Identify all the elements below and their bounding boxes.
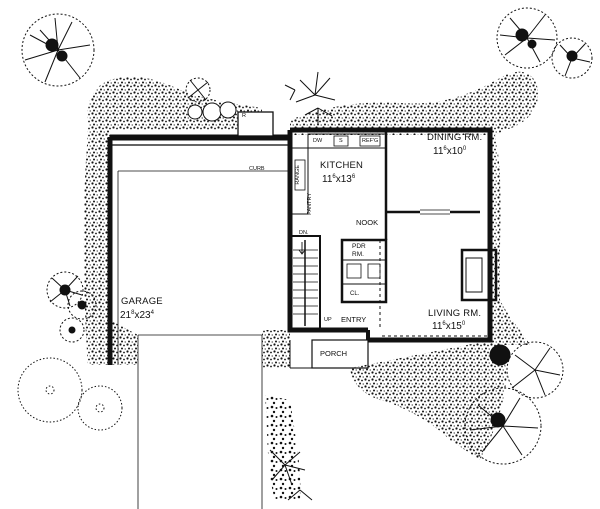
kitchen-length-in: 6: [351, 174, 356, 180]
dining-dimensions: 116x100: [433, 146, 466, 157]
pantry-label: PANTRY: [307, 193, 313, 215]
stair-up-label: UP: [324, 317, 332, 323]
tree-right-yard: [464, 341, 564, 465]
garage: [107, 111, 291, 509]
tree-top-right: [496, 7, 593, 79]
dim-times: x: [134, 310, 140, 321]
entry-label: ENTRY: [341, 315, 367, 324]
kitchen-width-ft: 11: [322, 174, 333, 185]
porch-label: PORCH: [320, 349, 348, 358]
dim-times: x: [445, 321, 451, 332]
curb-label: CURB: [249, 166, 265, 172]
house: [287, 127, 498, 369]
living-dimensions: 116x150: [432, 321, 465, 332]
dining-length-in: 0: [462, 146, 467, 152]
bush-cluster-top: [185, 77, 237, 122]
kitchen-length-ft: 13: [340, 174, 352, 185]
living-width-ft: 11: [432, 321, 443, 332]
refrigerator-label: REF'G: [362, 138, 379, 144]
garage-width-in: 8: [131, 310, 135, 316]
garage-length-ft: 23: [139, 310, 151, 321]
living-length-in: 0: [461, 321, 466, 327]
garage-roof-label: R: [242, 113, 246, 119]
living-width-in: 6: [442, 321, 446, 327]
range-label: RANGE: [295, 165, 301, 185]
dining-width-ft: 11: [433, 146, 444, 157]
living-length-ft: 15: [450, 321, 462, 332]
garage-width-ft: 21: [120, 310, 132, 321]
kitchen-width-in: 6: [332, 174, 336, 180]
nook-label: NOOK: [356, 218, 379, 227]
dishwasher-label: DW: [313, 138, 323, 144]
dining-width-in: 6: [443, 146, 447, 152]
dim-times: x: [446, 146, 452, 157]
stair-down-label: DN.: [299, 230, 309, 236]
dim-times: x: [335, 174, 341, 185]
living-label: LIVING RM.: [428, 308, 482, 319]
powder-room-label-2: RM.: [352, 251, 364, 258]
kitchen-label: KITCHEN: [320, 160, 364, 171]
tree-outline-left: [17, 357, 123, 431]
garage-label: GARAGE: [121, 296, 163, 307]
tree-left-yard: [46, 271, 97, 343]
powder-room-label-1: PDR: [352, 243, 366, 250]
dining-label: DINING RM.: [427, 132, 483, 143]
closet-label: CL.: [350, 291, 360, 297]
garage-length-in: 4: [150, 310, 154, 316]
garage-dimensions: 218x234: [120, 310, 154, 321]
palm-top: [284, 71, 336, 125]
palm-bottom: [269, 449, 313, 501]
tree-group: [17, 7, 593, 501]
kitchen-dimensions: 116x136: [322, 174, 355, 185]
dining-length-ft: 10: [451, 146, 463, 157]
tree-top-left: [21, 13, 95, 87]
sink-label: S: [339, 138, 343, 144]
